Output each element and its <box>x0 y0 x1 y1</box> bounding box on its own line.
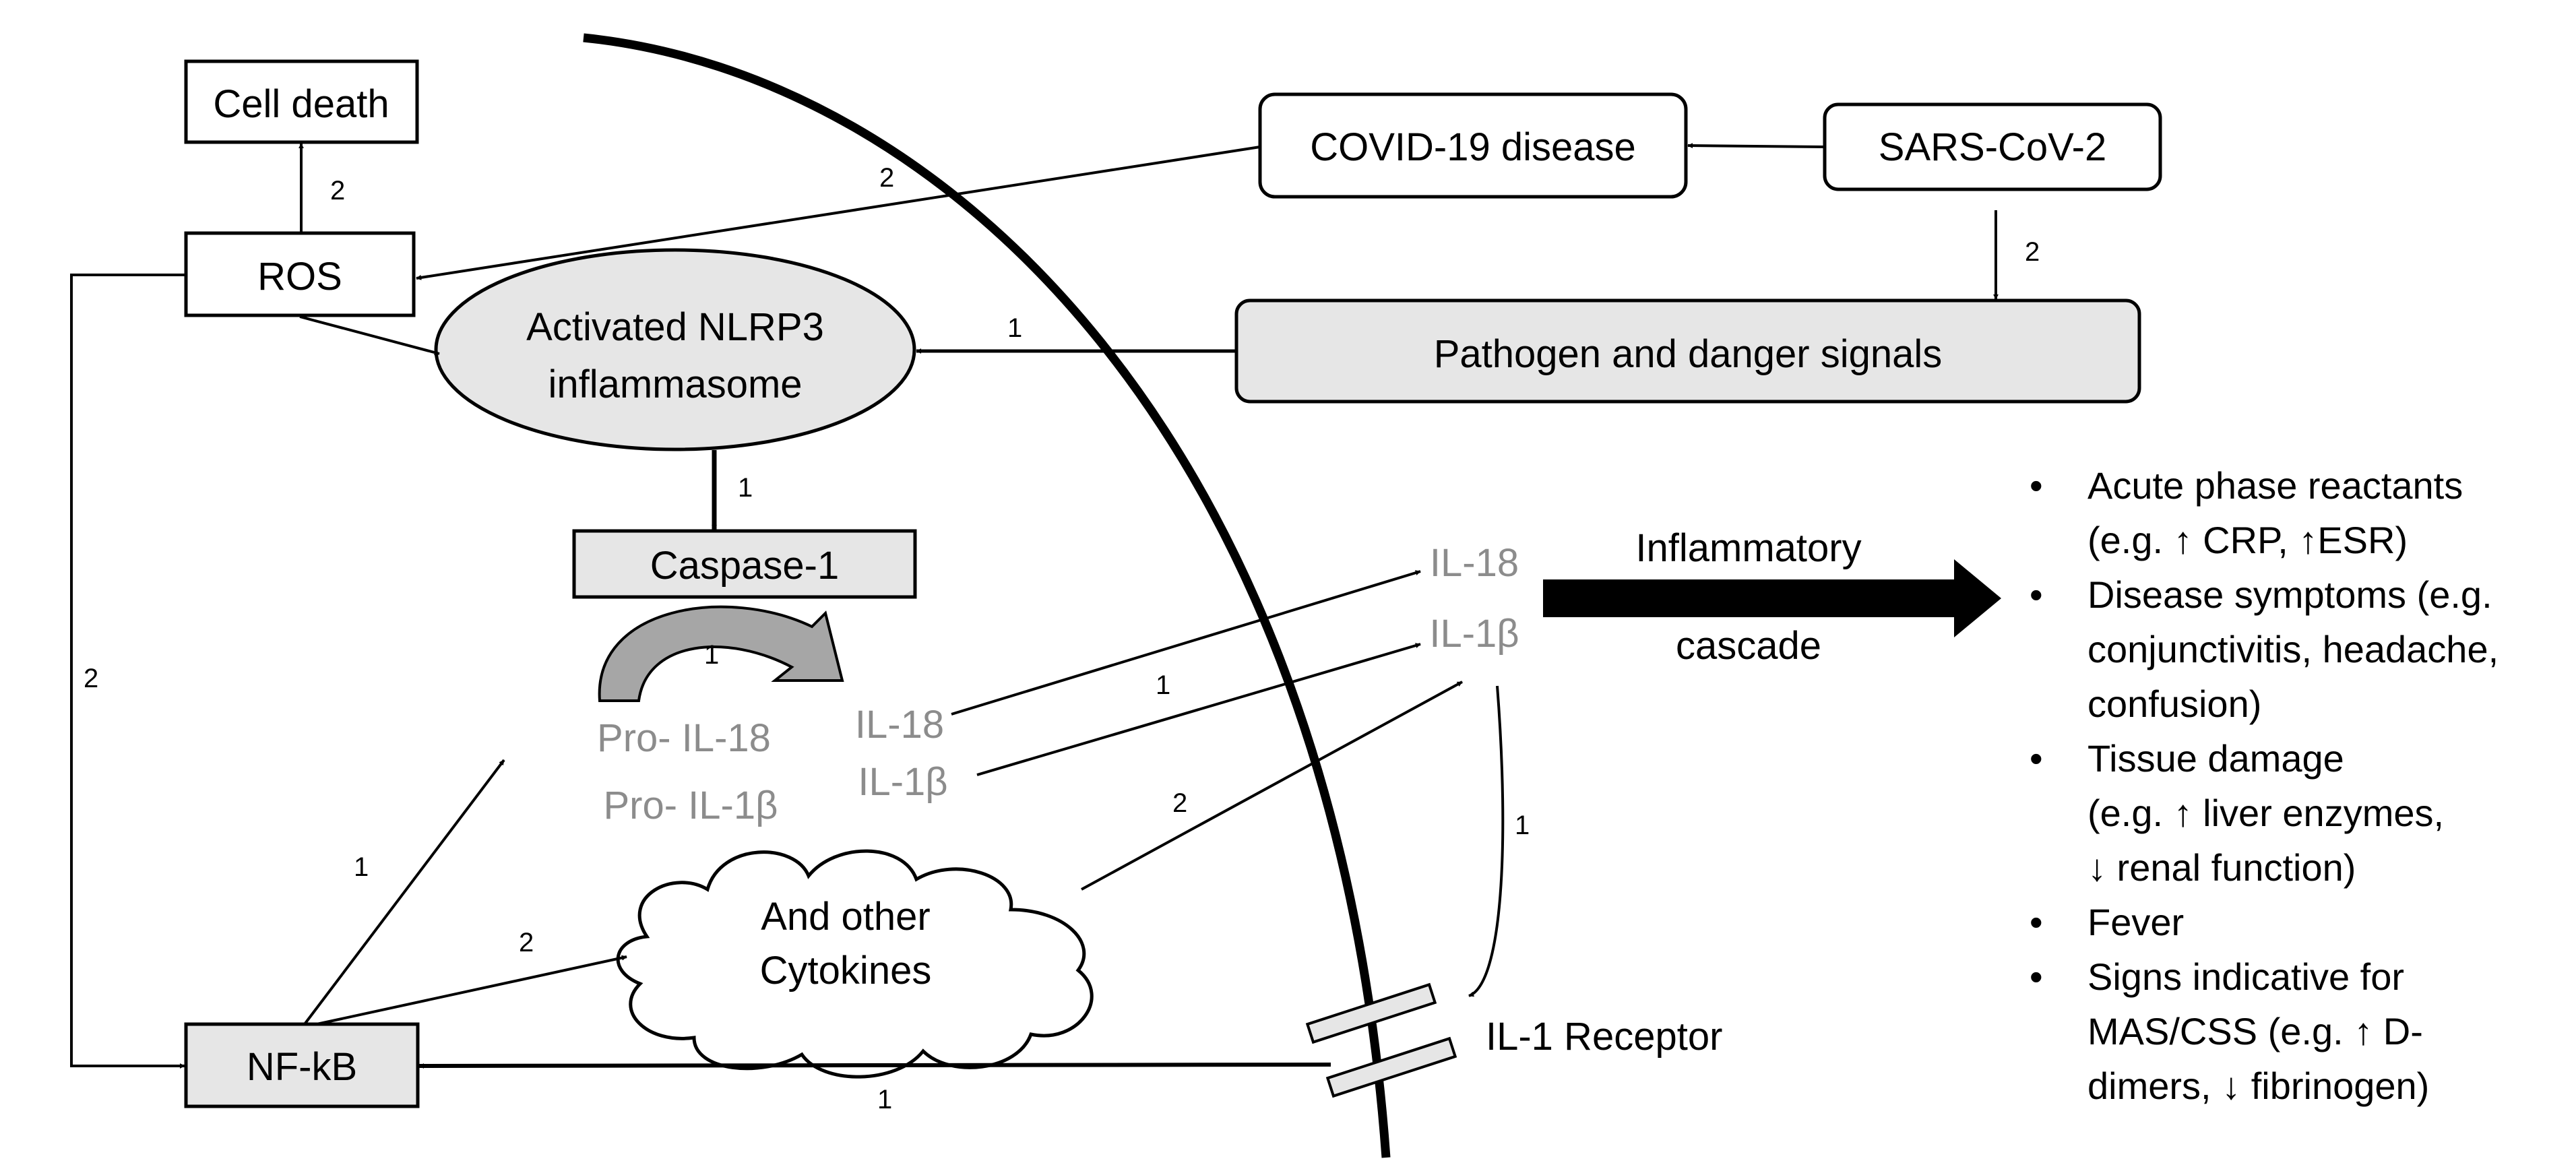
caspase-node: Caspase-1 <box>572 529 917 599</box>
covid-to-ros-arrow <box>416 146 1261 280</box>
cell-death-label: Cell death <box>213 82 389 126</box>
pro-il1b-label: Pro- IL-1β <box>604 784 778 827</box>
edge-label-covid-ros: 2 <box>879 163 894 193</box>
ros-to-nfkb-arrow <box>70 274 186 1069</box>
cytokines-to-il1b-arrow <box>1081 681 1463 891</box>
il1b-intracellular-label: IL-1β <box>858 760 947 804</box>
edge-label-ros-nfkb: 2 <box>84 664 98 693</box>
edge-label-sars-pathogen: 2 <box>2025 237 2040 267</box>
cascade-label-line2: cascade <box>1676 624 1821 668</box>
edge-label-cytokines-il1b: 2 <box>1172 788 1187 818</box>
il1-receptor-label: IL-1 Receptor <box>1486 1015 1722 1059</box>
il18-crossing-arrow <box>951 570 1421 716</box>
outcome-text-line: Tissue damage <box>2087 737 2344 780</box>
edge-label-ros-cell-death: 2 <box>330 176 345 206</box>
pathogen-node: Pathogen and danger signals <box>1234 298 2141 404</box>
outcome-text-line: Disease symptoms (e.g. <box>2087 573 2492 616</box>
outcome-bullet: • <box>2030 573 2043 616</box>
outcome-text-line: (e.g. ↑ CRP, ↑ESR) <box>2087 519 2408 561</box>
outcome-text-line: Fever <box>2087 901 2184 943</box>
il1b-to-receptor-arrow <box>1468 685 1505 997</box>
outcome-text-line: Signs indicative for <box>2087 955 2404 998</box>
outcome-text-line: Acute phase reactants <box>2087 464 2463 507</box>
outcomes-list: • Acute phase reactants (e.g. ↑ CRP, ↑ESR)… <box>2030 464 2499 1107</box>
il1b-secreted-label: IL-1β <box>1429 612 1519 656</box>
cytokines-label-line1: And other <box>761 895 931 939</box>
nfkb-node: NF-kB <box>184 1022 420 1108</box>
edge-label-nfkb-cytokines: 2 <box>519 928 534 957</box>
outcome-text-line: MAS/CSS (e.g. ↑ D- <box>2087 1010 2423 1052</box>
sars-to-covid-arrow <box>1687 143 1825 149</box>
covid-node: COVID-19 disease <box>1258 92 1688 199</box>
edge-label-receptor-nfkb: 1 <box>877 1085 892 1114</box>
nfkb-to-pro-arrow <box>303 759 505 1026</box>
nlrp3-node: Activated NLRP3 inflammasome <box>434 248 916 451</box>
ros-node: ROS <box>184 231 416 317</box>
outcome-text-line: dimers, ↓ fibrinogen) <box>2087 1065 2429 1107</box>
caspase-cleavage-arrow <box>598 605 844 702</box>
outcome-text-line: confusion) <box>2087 683 2261 725</box>
outcome-text-line: conjunctivitis, headache, <box>2087 628 2499 670</box>
outcome-bullet: • <box>2030 901 2043 943</box>
nfkb-label: NF-kB <box>247 1045 357 1089</box>
sars-node: SARS-CoV-2 <box>1823 102 2162 191</box>
il18-intracellular-label: IL-18 <box>855 703 944 747</box>
cascade-label-line1: Inflammatory <box>1635 526 1861 570</box>
inflammatory-cascade-arrow <box>1543 559 2001 637</box>
nfkb-to-cytokines-arrow <box>316 955 627 1026</box>
il1-receptor <box>1305 982 1457 1098</box>
sars-label: SARS-CoV-2 <box>1879 125 2106 169</box>
cytokines-cloud: And other Cytokines <box>616 849 1094 1079</box>
nlrp3-label-line1: Activated NLRP3 <box>526 305 824 349</box>
edge-label-caspase-cleavage: 1 <box>704 640 719 670</box>
outcome-text-line: ↓ renal function) <box>2087 846 2356 889</box>
pathogen-label: Pathogen and danger signals <box>1434 332 1943 376</box>
outcome-text-line: (e.g. ↑ liver enzymes, <box>2087 792 2444 834</box>
edge-label-il1b-receptor: 1 <box>1515 811 1530 840</box>
covid-label: COVID-19 disease <box>1310 125 1636 169</box>
il18-secreted-label: IL-18 <box>1430 541 1519 585</box>
outcome-bullet: • <box>2030 737 2043 780</box>
caspase-label: Caspase-1 <box>650 544 839 588</box>
cell-membrane <box>583 33 1391 1158</box>
outcome-bullet: • <box>2030 464 2043 507</box>
ros-to-nlrp3-arrow <box>299 315 440 356</box>
edge-label-pathogen-nlrp3: 1 <box>1007 313 1022 343</box>
pro-il18-label: Pro- IL-18 <box>597 716 771 760</box>
edge-label-nlrp3-caspase: 1 <box>738 473 753 503</box>
nlrp3-label-line2: inflammasome <box>548 362 802 406</box>
ros-label: ROS <box>257 255 342 298</box>
il1b-crossing-arrow <box>976 643 1421 776</box>
edge-label-nfkb-pro: 1 <box>354 852 369 882</box>
outcome-bullet: • <box>2030 955 2043 998</box>
receptor-to-nfkb-arrow <box>418 1063 1331 1069</box>
cell-death-node: Cell death <box>184 59 419 144</box>
cytokines-label-line2: Cytokines <box>760 949 932 992</box>
edge-label-il-crossing: 1 <box>1156 670 1170 700</box>
